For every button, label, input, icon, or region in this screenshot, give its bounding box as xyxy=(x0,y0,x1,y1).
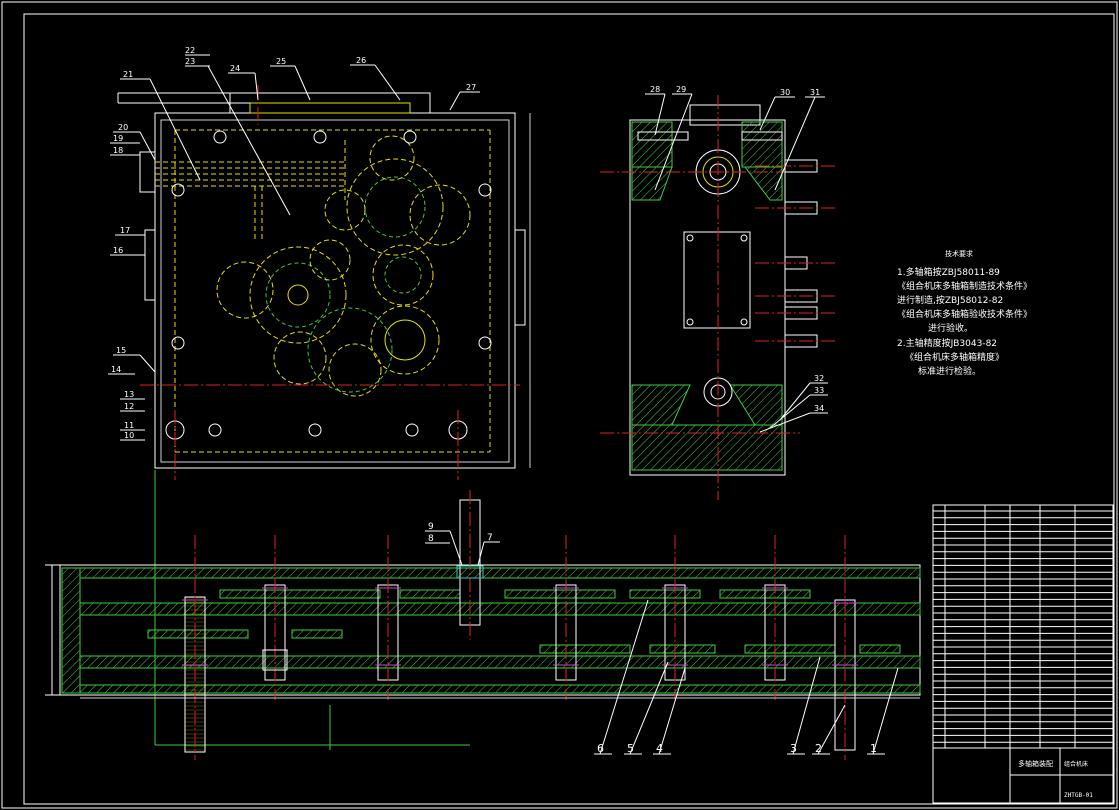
parts-list-table: 多轴箱装配 组合机床 ZHTGB-01 xyxy=(932,504,1114,804)
callout-17: 17 xyxy=(120,226,130,235)
tech-req-line-4: 《组合机床多轴箱验收技术条件》 xyxy=(897,308,1032,320)
callout-7: 7 xyxy=(487,533,493,543)
spindle-stubs xyxy=(755,159,835,348)
callout-5: 5 xyxy=(627,742,634,755)
callout-33: 33 xyxy=(814,386,824,395)
callout-27: 27 xyxy=(466,83,476,92)
callout-1: 1 xyxy=(870,742,877,755)
callout-30: 30 xyxy=(780,88,790,97)
tech-req-line-3: 进行制造,按ZBJ58012-82 xyxy=(897,294,1003,306)
callout-8: 8 xyxy=(428,534,434,544)
callout-26: 26 xyxy=(356,56,366,65)
tech-req-line-1: 1.多轴箱按ZBJ58011-89 xyxy=(897,266,1000,278)
callout-3: 3 xyxy=(790,742,797,755)
callout-21: 21 xyxy=(123,70,133,79)
callout-14: 14 xyxy=(111,365,121,374)
callout-2: 2 xyxy=(815,742,822,755)
gear-train xyxy=(216,135,471,397)
title-block-assembly-name: 多轴箱装配 xyxy=(1018,759,1053,768)
callout-22: 22 xyxy=(185,46,195,55)
title-block-drawing-number: ZHTGB-01 xyxy=(1064,792,1093,799)
front-view xyxy=(117,85,531,746)
callout-10: 10 xyxy=(124,431,134,440)
callout-16: 16 xyxy=(113,246,123,255)
tech-req-line-2: 《组合机床多轴箱制造技术条件》 xyxy=(897,280,1032,292)
tech-req-line-7: 《组合机床多轴箱精度》 xyxy=(905,351,1004,363)
callout-9: 9 xyxy=(428,522,434,532)
technical-requirements: 技术要求 1.多轴箱按ZBJ58011-89 《组合机床多轴箱制造技术条件》 进… xyxy=(897,249,1032,377)
callout-12: 12 xyxy=(124,402,134,411)
section-view xyxy=(45,490,921,760)
callout-32: 32 xyxy=(814,374,824,383)
front-view-callouts: 22 23 21 24 25 26 27 20 19 18 17 16 15 1… xyxy=(108,46,480,441)
section-view-callouts: 9 8 7 6 5 4 3 2 1 xyxy=(425,522,899,755)
side-view xyxy=(600,95,835,500)
callout-15: 15 xyxy=(116,346,126,355)
callout-29: 29 xyxy=(676,85,686,94)
tech-req-heading: 技术要求 xyxy=(945,249,973,258)
callout-11: 11 xyxy=(124,421,134,430)
side-view-callouts: 28 29 30 31 32 33 34 xyxy=(645,85,828,433)
callout-13: 13 xyxy=(124,390,134,399)
callout-24: 24 xyxy=(230,64,240,73)
callout-25: 25 xyxy=(276,57,286,66)
callout-19: 19 xyxy=(113,134,123,143)
title-block-material: 组合机床 xyxy=(1064,760,1088,768)
tech-req-line-6: 2.主轴精度按JB3043-82 xyxy=(897,337,997,349)
callout-20: 20 xyxy=(118,123,128,132)
tech-req-line-8: 标准进行检验。 xyxy=(918,365,981,377)
callout-28: 28 xyxy=(650,85,660,94)
spindles xyxy=(182,490,858,760)
oil-pipes xyxy=(155,140,346,240)
callout-18: 18 xyxy=(113,146,123,155)
callout-23: 23 xyxy=(185,57,195,66)
callout-31: 31 xyxy=(810,88,820,97)
callout-4: 4 xyxy=(656,742,663,755)
callout-34: 34 xyxy=(814,404,824,413)
callout-6: 6 xyxy=(597,742,604,755)
tech-req-line-5: 进行验收。 xyxy=(928,322,973,334)
drawing-border-inner xyxy=(23,13,1115,805)
